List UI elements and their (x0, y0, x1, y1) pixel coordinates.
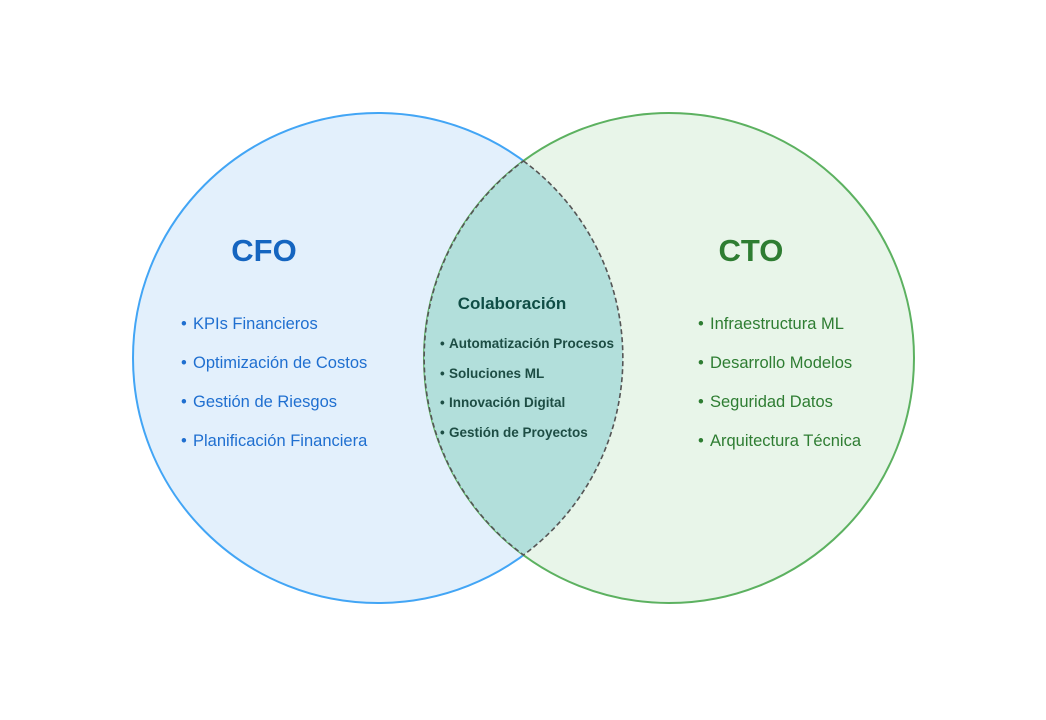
cfo-bullet: • (181, 393, 187, 411)
overlap-title: Colaboración (458, 294, 567, 313)
overlap-bullet: • (440, 366, 445, 381)
overlap-item: Automatización Procesos (449, 336, 614, 351)
cto-bullet: • (698, 393, 704, 411)
overlap-bullet: • (440, 395, 445, 410)
overlap-item: Gestión de Proyectos (449, 425, 588, 440)
cfo-bullet: • (181, 315, 187, 333)
overlap-region (423, 160, 624, 556)
cto-item: Arquitectura Técnica (710, 432, 862, 450)
overlap-item: Soluciones ML (449, 366, 544, 381)
cto-bullet: • (698, 432, 704, 450)
overlap-bullet: • (440, 425, 445, 440)
cto-title: CTO (719, 233, 784, 268)
cfo-bullet: • (181, 354, 187, 372)
cfo-item: Gestión de Riesgos (193, 393, 337, 411)
cfo-item: KPIs Financieros (193, 315, 318, 333)
cto-bullet: • (698, 315, 704, 333)
cto-item: Desarrollo Modelos (710, 354, 852, 372)
overlap-item: Innovación Digital (449, 395, 565, 410)
cto-item: Infraestructura ML (710, 315, 844, 333)
cfo-bullet: • (181, 432, 187, 450)
overlap-bullet: • (440, 336, 445, 351)
cto-bullet: • (698, 354, 704, 372)
cfo-title: CFO (231, 233, 296, 268)
cto-item: Seguridad Datos (710, 393, 833, 411)
cfo-item: Planificación Financiera (193, 432, 368, 450)
cfo-item: Optimización de Costos (193, 354, 367, 372)
